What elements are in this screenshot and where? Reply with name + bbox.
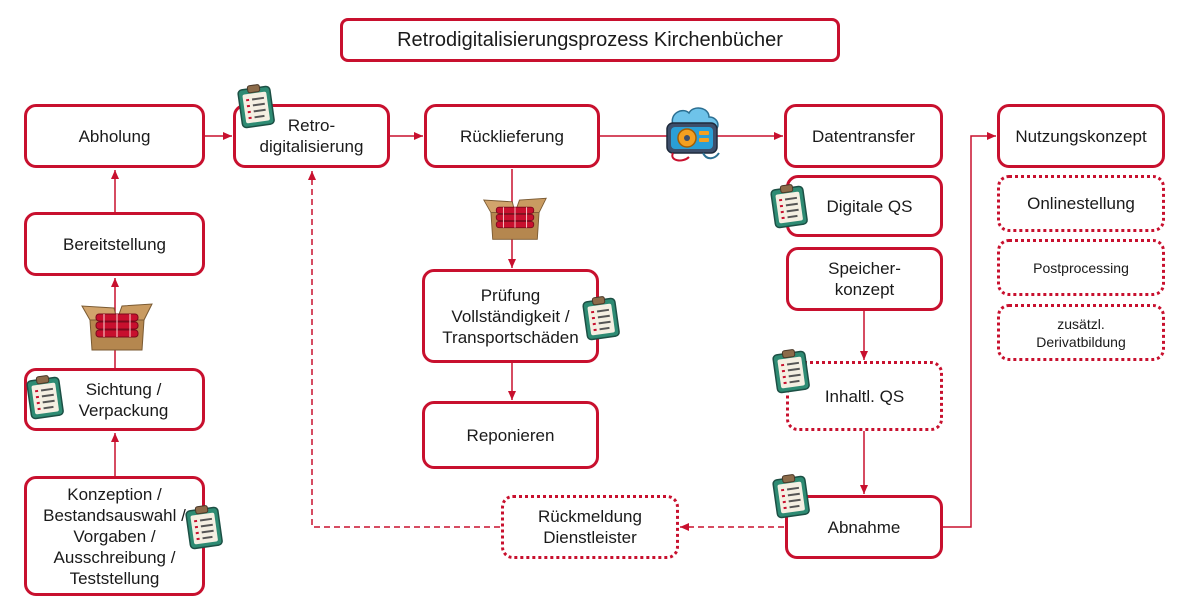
hard-drive-icon — [666, 107, 720, 162]
node-speicherkonzept: Speicher- konzept — [786, 247, 943, 311]
node-konzeption: Konzeption / Bestandsauswahl / Vorgaben … — [24, 476, 205, 596]
clipboard-icon — [26, 375, 64, 420]
node-ruecklieferung: Rücklieferung — [424, 104, 600, 168]
node-reponieren: Reponieren — [422, 401, 599, 469]
node-rueckmeldung-dienstleister: Rückmeldung Dienstleister — [501, 495, 679, 559]
node-onlinestellung: Onlinestellung — [997, 175, 1165, 232]
clipboard-icon — [772, 474, 810, 519]
node-abnahme: Abnahme — [785, 495, 943, 559]
page-title: Retrodigitalisierungsprozess Kirchenbüch… — [340, 18, 840, 62]
node-nutzungskonzept: Nutzungskonzept — [997, 104, 1165, 168]
clipboard-icon — [770, 184, 808, 229]
node-inhaltl-qs: Inhaltl. QS — [786, 361, 943, 431]
clipboard-icon — [772, 349, 810, 394]
clipboard-icon — [582, 296, 620, 341]
arrow-rueckmeldung-retro — [308, 171, 500, 528]
package-icon — [81, 303, 153, 351]
node-datentransfer: Datentransfer — [784, 104, 943, 168]
node-bereitstellung: Bereitstellung — [24, 212, 205, 276]
package-icon — [482, 197, 547, 240]
node-pruefung: Prüfung Vollständigkeit / Transportschäd… — [422, 269, 599, 363]
clipboard-icon — [185, 505, 223, 550]
node-derivatbildung: zusätzl. Derivatbildung — [997, 304, 1165, 361]
node-digitale-qs: Digitale QS — [786, 175, 943, 237]
node-postprocessing: Postprocessing — [997, 239, 1165, 296]
arrow-abnahme-nutzungskonzept — [943, 132, 996, 528]
node-abholung: Abholung — [24, 104, 205, 168]
clipboard-icon — [237, 84, 275, 129]
